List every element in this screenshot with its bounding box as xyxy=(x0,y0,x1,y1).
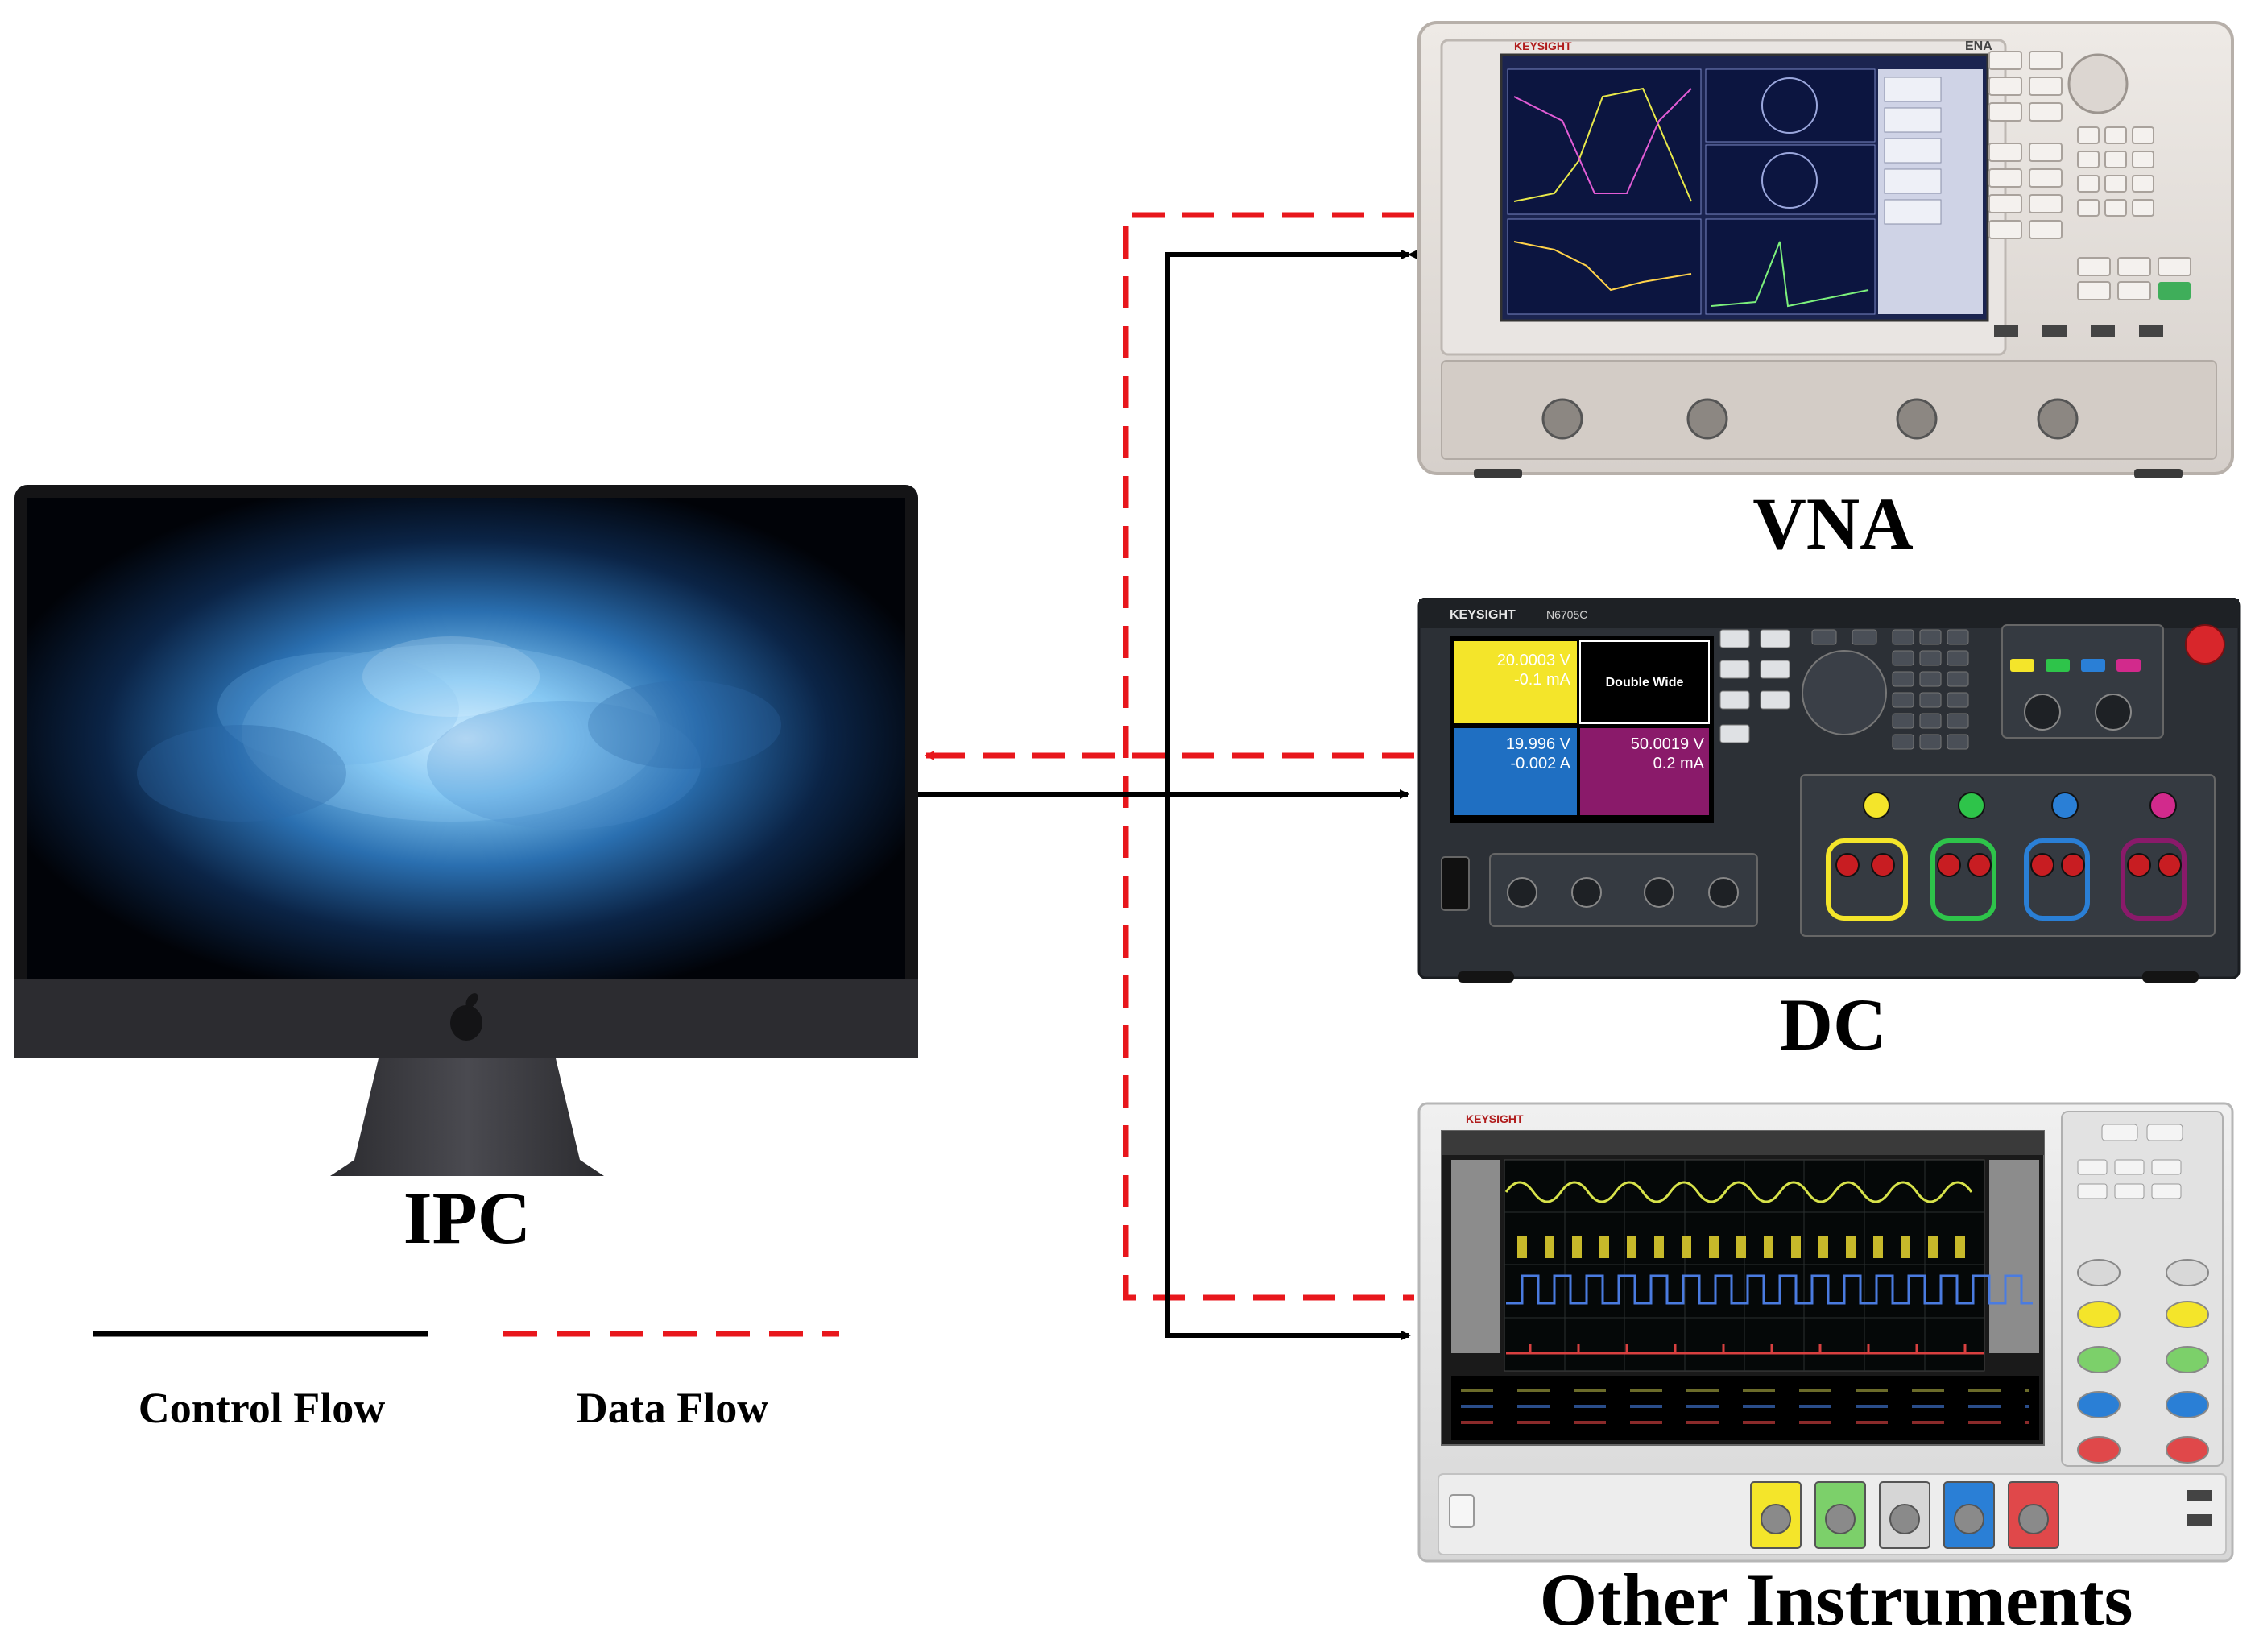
vna-trace-1 xyxy=(1513,87,1692,202)
other-instruments-label: Other Instruments xyxy=(1539,1559,2133,1641)
vna-port-bay xyxy=(1441,360,2217,460)
scope-measurement-lines xyxy=(1461,1389,2030,1424)
dc-select-output-buttons xyxy=(2010,659,2141,672)
scope-top-buttons xyxy=(2077,1124,2183,1199)
vna-knob xyxy=(2067,53,2129,114)
vna-softkeys xyxy=(1884,77,1942,225)
dc-readout-knobs xyxy=(1507,877,1739,908)
dc-keys xyxy=(1719,629,1790,743)
vna-model-text: ENA xyxy=(1965,39,1992,53)
vna-instrument: KEYSIGHT ENA xyxy=(1417,21,2234,478)
dc-instrument: KEYSIGHT N6705C 20.0003 V -0.1 mA Double… xyxy=(1417,598,2241,983)
scope-trace-sine xyxy=(1504,1181,1973,1203)
dc-keypad xyxy=(1811,629,1969,750)
dc-label: DC xyxy=(1779,983,1887,1066)
dc-current-knob xyxy=(2095,694,2132,731)
scope-pulse-ticks xyxy=(1529,1344,1967,1353)
scope-control-knobs xyxy=(2077,1259,2209,1464)
scope-grid xyxy=(1504,1160,1984,1371)
dc-ch1-voltage: 20.0003 V xyxy=(1497,652,1571,669)
dc-ch2-panel xyxy=(1579,640,1710,724)
dc-ch3-voltage: 19.996 V xyxy=(1506,735,1571,753)
dc-ch1-panel xyxy=(1454,641,1577,723)
scope-menu-bar xyxy=(1442,1131,2044,1155)
vna-brand-text: KEYSIGHT xyxy=(1514,39,1572,52)
data-flow-lines xyxy=(939,212,1414,1301)
ipc-computer xyxy=(14,485,918,1176)
vna-smith-1 xyxy=(1761,77,1818,134)
dc-ch4-current: 0.2 mA xyxy=(1653,755,1705,772)
dc-ch3-current: -0.002 A xyxy=(1510,755,1570,772)
ipc-screen xyxy=(27,498,905,979)
vna-test-ports xyxy=(1541,398,2079,440)
legend-control-flow-label: Control Flow xyxy=(138,1384,386,1432)
scope-trace-square xyxy=(1506,1274,2033,1305)
dc-voltage-knob xyxy=(2024,694,2061,731)
ipc-label: IPC xyxy=(403,1177,532,1259)
vna-plots xyxy=(1507,68,1876,315)
dc-output-terminals xyxy=(1826,792,2187,921)
scope-left-softkeys xyxy=(1451,1160,1500,1353)
vna-smith-2 xyxy=(1761,152,1818,209)
dc-ch4-voltage: 50.0019 V xyxy=(1631,735,1705,753)
scope-right-softkeys xyxy=(1989,1160,2039,1353)
dc-ch3-panel xyxy=(1454,728,1577,815)
dc-power-button xyxy=(2185,624,2225,665)
scope-usb-ports xyxy=(2187,1490,2212,1526)
scope-trace-burst xyxy=(1517,1236,1965,1258)
control-flow-trunk xyxy=(1165,250,1417,1338)
dc-ch1-current: -0.1 mA xyxy=(1514,671,1571,689)
vna-trace-3 xyxy=(1513,241,1692,292)
vna-keypad xyxy=(1988,51,2191,300)
vna-label: VNA xyxy=(1752,482,1914,565)
dc-readout-panel xyxy=(1489,853,1758,927)
dc-model-text: N6705C xyxy=(1546,608,1587,621)
dc-power-switch xyxy=(1441,856,1470,911)
dc-ch2-label: Double Wide xyxy=(1606,676,1684,689)
scope-instrument: KEYSIGHT xyxy=(1417,1102,2234,1563)
scope-power-button xyxy=(1449,1494,1475,1528)
control-flow-lines xyxy=(918,250,1417,1338)
legend-data-flow-label: Data Flow xyxy=(576,1384,769,1432)
vna-trace-4 xyxy=(1711,241,1869,308)
ipc-stand xyxy=(330,1058,604,1176)
ipc-wallpaper-clouds xyxy=(137,636,781,830)
dc-brand-text: KEYSIGHT xyxy=(1450,608,1516,622)
vna-usb-ports xyxy=(1994,325,2163,337)
scope-channel-inputs xyxy=(1750,1481,2059,1549)
data-flow-vna xyxy=(1123,212,1414,1301)
vna-trace-2 xyxy=(1513,88,1692,194)
dc-ch4-panel xyxy=(1580,728,1709,815)
apple-logo-icon xyxy=(450,993,482,1041)
dc-nav-pad xyxy=(1802,650,1887,735)
scope-brand-text: KEYSIGHT xyxy=(1466,1112,1524,1125)
scope-control-panel xyxy=(2061,1111,2224,1467)
